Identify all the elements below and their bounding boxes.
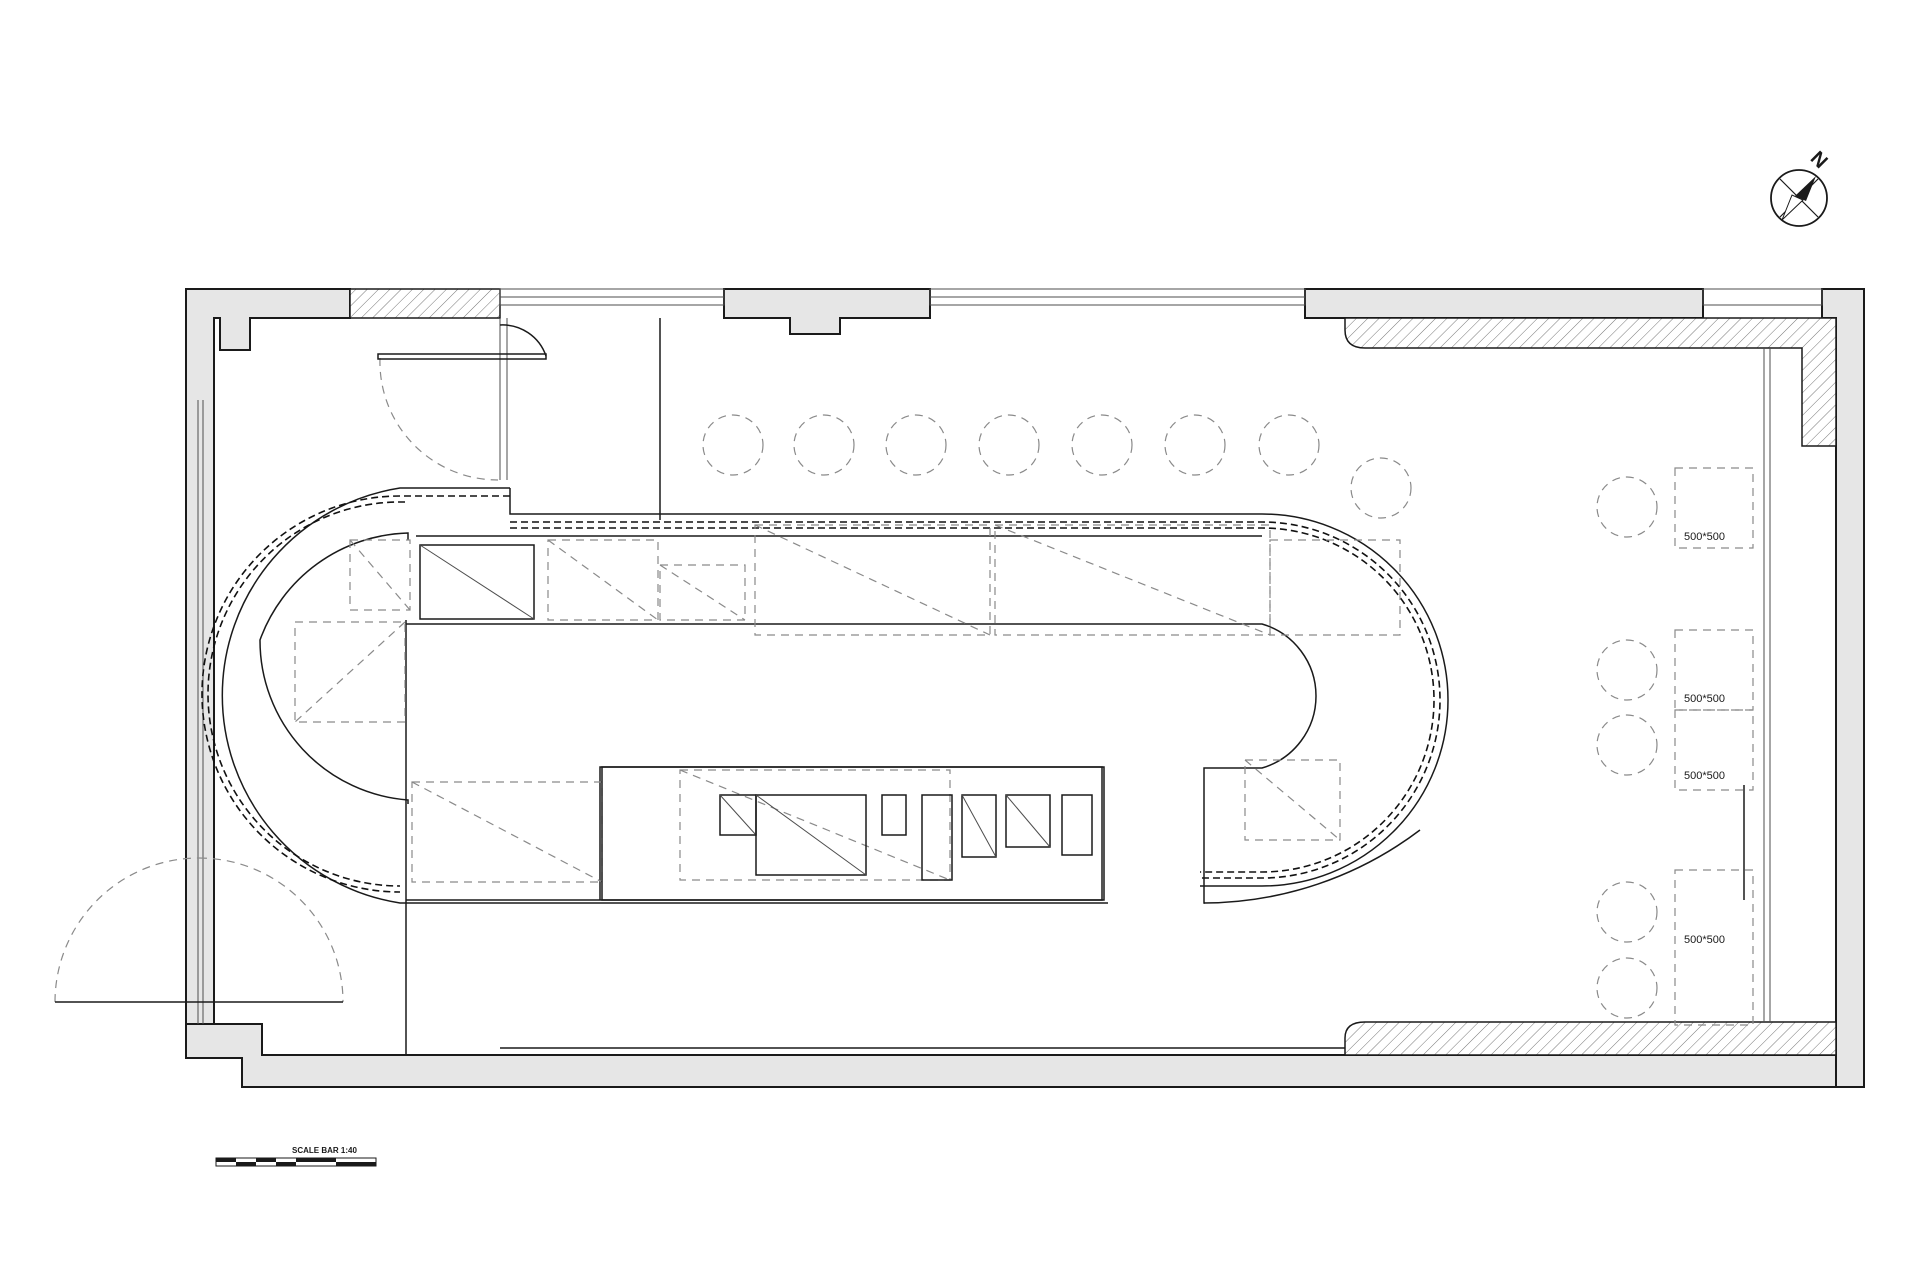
stool (1071, 414, 1133, 476)
interior-lines (197, 318, 1771, 1055)
tables: 500*500 500*500 500*500 500*500 (1674, 467, 1754, 1026)
stool (1596, 881, 1658, 943)
equipment-boxes (419, 544, 1103, 901)
north-arrow-circle (1770, 169, 1828, 227)
stools (702, 414, 1658, 1019)
wall-top-right (1304, 288, 1704, 319)
north-arrow: N (1770, 147, 1832, 227)
entrance-door-swing-left (54, 857, 200, 1003)
window-3 (1702, 288, 1823, 306)
stool (1258, 414, 1320, 476)
wall-top-middle-pier (723, 288, 931, 335)
equipment-outlines (294, 524, 1401, 883)
stool (1596, 957, 1658, 1019)
scale-bar: SCALE BAR 1:40 (215, 1146, 377, 1167)
stool (1596, 476, 1658, 538)
door-swing-top (379, 357, 499, 481)
table-3 (1674, 709, 1754, 791)
prep-counter (601, 766, 1103, 901)
doors (54, 324, 547, 1003)
stool (1596, 714, 1658, 776)
north-label: N (1806, 147, 1832, 173)
table-2-label: 500*500 (1684, 693, 1725, 705)
counter-inner-run (406, 623, 1317, 904)
counter-inner-edge (259, 532, 409, 804)
stool (885, 414, 947, 476)
table-2 (1674, 629, 1754, 711)
table-1 (1674, 467, 1754, 549)
counter-outer-edge (221, 487, 1108, 904)
door-swing-top-small (499, 324, 547, 357)
table-4-label: 500*500 (1684, 934, 1725, 946)
wall-bottom-strip (185, 1023, 1837, 1088)
table-1-label: 500*500 (1684, 531, 1725, 543)
counter-outer-dashed (201, 495, 510, 893)
hatched-walls (349, 288, 1837, 1056)
north-arrow-pointer (1795, 176, 1816, 201)
stool (702, 414, 764, 476)
hatched-wall-bottom-right (1344, 1021, 1837, 1056)
table-3-label: 500*500 (1684, 770, 1725, 782)
counter-upper-run (509, 488, 1449, 887)
wall-right (241, 288, 1865, 1088)
stool (1164, 414, 1226, 476)
hatched-wall-top-right (1344, 317, 1837, 447)
windows (499, 288, 1823, 306)
table-4 (1674, 869, 1754, 1026)
scale-bar-title: SCALE BAR 1:40 (292, 1146, 357, 1155)
entrance-door-swing-right (198, 857, 344, 1003)
stool (793, 414, 855, 476)
equipment-sink (419, 544, 535, 620)
exterior-walls (185, 288, 1865, 1088)
hatched-wall-top-left (349, 288, 501, 319)
stool (1350, 457, 1412, 519)
wall-top-left (185, 288, 351, 1025)
stool (978, 414, 1040, 476)
curved-counter (201, 487, 1449, 904)
door-leaf-top (377, 353, 547, 360)
stool (1596, 639, 1658, 701)
